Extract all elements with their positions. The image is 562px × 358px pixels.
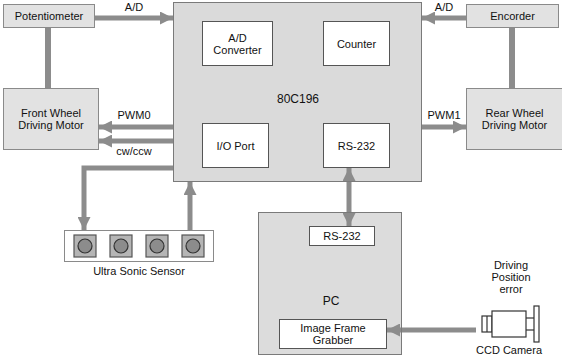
controller-box: 80C196 A/D Converter CounterI/O Port RS-232 bbox=[173, 2, 422, 182]
sensor-icons bbox=[74, 235, 204, 257]
port-box: RS-232 bbox=[309, 226, 375, 246]
sensor-icon bbox=[182, 235, 204, 257]
sensor-icon bbox=[150, 239, 164, 253]
grabber-box: Image Frame Grabber bbox=[279, 319, 387, 349]
signal-arrow bbox=[188, 182, 193, 230]
signal-arrow bbox=[509, 28, 515, 88]
sensor-icon bbox=[114, 239, 128, 253]
node-label: A/D Converter bbox=[203, 32, 272, 56]
node-label: Rear Wheel Driving Motor bbox=[467, 107, 562, 131]
signal-label: A/D bbox=[125, 1, 143, 13]
motor-box: Front Wheel Driving Motor bbox=[3, 88, 99, 150]
node-label: Counter bbox=[334, 38, 379, 50]
node-label: CCD Camera bbox=[476, 344, 542, 356]
node-label: Potentiometer bbox=[12, 10, 86, 22]
sensor-icon bbox=[74, 235, 96, 257]
module-box: A/D Converter bbox=[202, 21, 273, 66]
sensor-icon bbox=[146, 235, 168, 257]
sensor-icon bbox=[110, 235, 132, 257]
signal-arrow bbox=[95, 16, 173, 21]
signal-arrow bbox=[422, 16, 466, 21]
sensor-array: Ultra Sonic Sensor bbox=[64, 230, 214, 262]
node-label: RS-232 bbox=[320, 230, 363, 242]
node-label: 80C196 bbox=[277, 93, 319, 105]
signal-label: Driving Position error bbox=[482, 259, 540, 295]
signal-arrow bbox=[99, 139, 173, 144]
signal-arrow bbox=[347, 168, 352, 226]
signal-label: PWM1 bbox=[428, 109, 461, 121]
signal-label: PWM0 bbox=[118, 109, 151, 121]
sensor-box: Encorder bbox=[466, 4, 559, 28]
signal-arrow bbox=[45, 28, 51, 88]
signal-arrow bbox=[84, 168, 173, 230]
module-box: I/O Port bbox=[202, 123, 269, 168]
motor-box: Rear Wheel Driving Motor bbox=[466, 88, 562, 150]
signal-arrow bbox=[387, 328, 476, 333]
sensor-icon bbox=[78, 239, 92, 253]
sensor-box: Potentiometer bbox=[3, 4, 95, 28]
module-box: RS-232 bbox=[323, 123, 390, 168]
signal-arrow bbox=[422, 125, 466, 130]
ccd-camera-drawing bbox=[482, 306, 539, 342]
node-label: Encorder bbox=[487, 10, 538, 22]
camera: CCD Camera bbox=[476, 304, 542, 340]
node-label: I/O Port bbox=[214, 140, 258, 152]
node-label: Image Frame Grabber bbox=[280, 322, 386, 346]
node-label: Front Wheel Driving Motor bbox=[4, 107, 98, 131]
box-fill bbox=[258, 212, 402, 355]
module-box: Counter bbox=[323, 21, 390, 66]
node-label: PC bbox=[323, 295, 340, 307]
node-label: RS-232 bbox=[335, 140, 378, 152]
node-label: Ultra Sonic Sensor bbox=[93, 265, 185, 277]
pc-box: PC RS-232Image Frame Grabber bbox=[258, 212, 402, 355]
signal-label: A/D bbox=[435, 1, 453, 13]
signal-label: cw/ccw bbox=[116, 145, 151, 157]
signal-arrow bbox=[99, 125, 173, 130]
sensor-icon bbox=[186, 239, 200, 253]
box-fill bbox=[173, 2, 422, 182]
